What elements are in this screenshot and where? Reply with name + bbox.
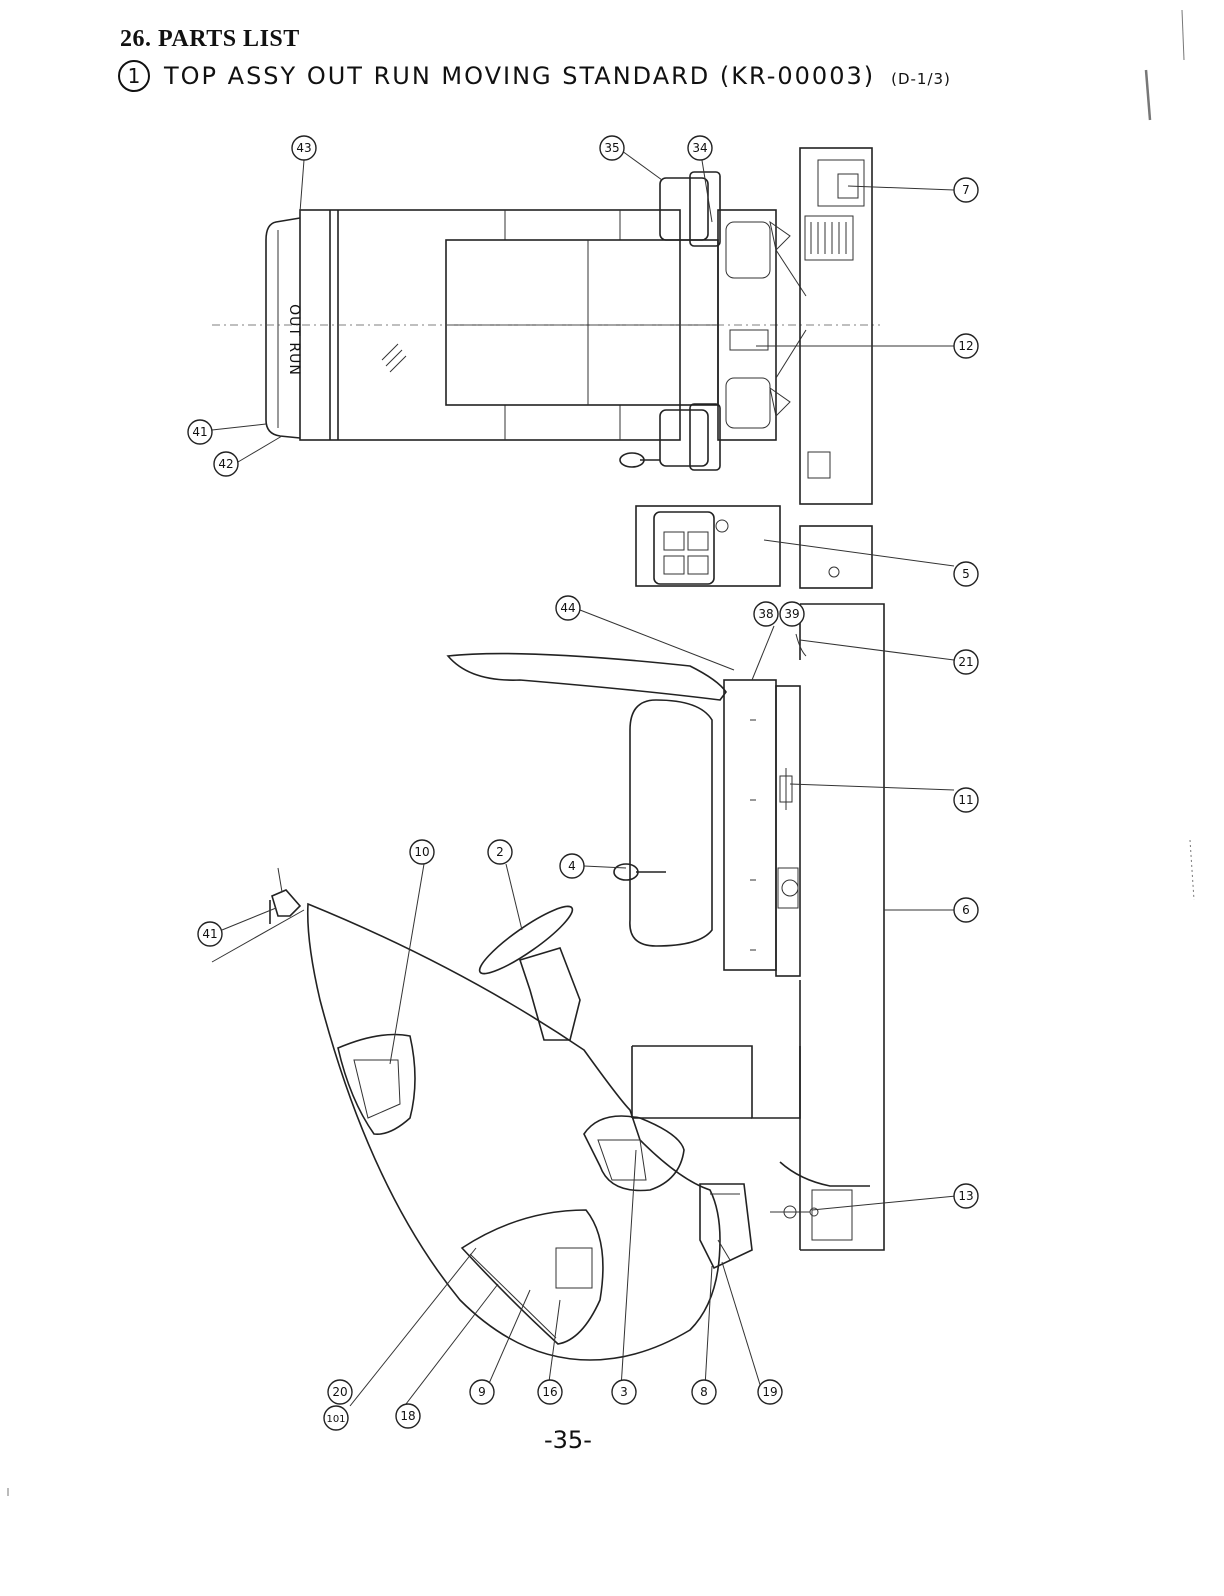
callout-11: 11 [954,788,978,812]
base-pedestal [800,148,872,504]
cabinet-marking: OUT RUN [286,304,302,376]
callout-34: 34 [688,136,712,160]
callout-4: 4 [560,854,584,878]
svg-text:3: 3 [620,1385,628,1399]
svg-text:2: 2 [496,845,504,859]
shift-lever-upper [620,453,660,467]
svg-text:11: 11 [958,793,973,807]
svg-text:5: 5 [962,567,970,581]
leader-lines [212,148,956,1406]
page-number: -35- [544,1426,592,1454]
callout-43: 43 [292,136,316,160]
speaker-housing [660,172,806,470]
svg-text:34: 34 [692,141,707,155]
svg-text:35: 35 [604,141,619,155]
svg-text:16: 16 [542,1385,557,1399]
svg-text:8: 8 [700,1385,708,1399]
callout-101: 101 [324,1406,348,1430]
svg-text:101: 101 [326,1414,345,1425]
coin-door [636,506,872,588]
svg-text:39: 39 [784,607,799,621]
svg-text:21: 21 [958,655,973,669]
svg-text:7: 7 [962,183,970,197]
callout-10: 10 [410,840,434,864]
callout-9: 9 [470,1380,494,1404]
svg-text:13: 13 [958,1189,973,1203]
callout-12: 12 [954,334,978,358]
svg-text:10: 10 [414,845,429,859]
svg-text:20: 20 [332,1385,347,1399]
callout-39: 39 [780,602,804,626]
callout-13: 13 [954,1184,978,1208]
callout-44: 44 [556,596,580,620]
svg-text:44: 44 [560,601,575,615]
scan-artifacts [8,10,1194,1496]
callout-41-upper: 41 [188,420,212,444]
svg-text:12: 12 [958,339,973,353]
svg-text:41: 41 [202,927,217,941]
callout-18: 18 [396,1404,420,1428]
callout-35: 35 [600,136,624,160]
callout-5: 5 [954,562,978,586]
callout-38: 38 [754,602,778,626]
svg-text:6: 6 [962,903,970,917]
callout-2: 2 [488,840,512,864]
floor-base [770,604,884,1250]
callout-16: 16 [538,1380,562,1404]
callout-3: 3 [612,1380,636,1404]
callout-21: 21 [954,650,978,674]
seat-assembly [448,654,800,976]
shift-lever-lower [614,864,666,880]
callout-19: 19 [758,1380,782,1404]
callout-42: 42 [214,452,238,476]
svg-text:19: 19 [762,1385,777,1399]
svg-text:18: 18 [400,1409,415,1423]
svg-text:42: 42 [218,457,233,471]
callout-6: 6 [954,898,978,922]
callout-8: 8 [692,1380,716,1404]
callout-7: 7 [954,178,978,202]
steering-assembly [473,898,580,1040]
front-cowl [270,890,800,1360]
svg-text:38: 38 [758,607,773,621]
svg-text:9: 9 [478,1385,486,1399]
callout-41-lower: 41 [198,922,222,946]
svg-text:43: 43 [296,141,311,155]
svg-text:4: 4 [568,859,576,873]
svg-text:41: 41 [192,425,207,439]
callout-20: 20 [328,1380,352,1404]
